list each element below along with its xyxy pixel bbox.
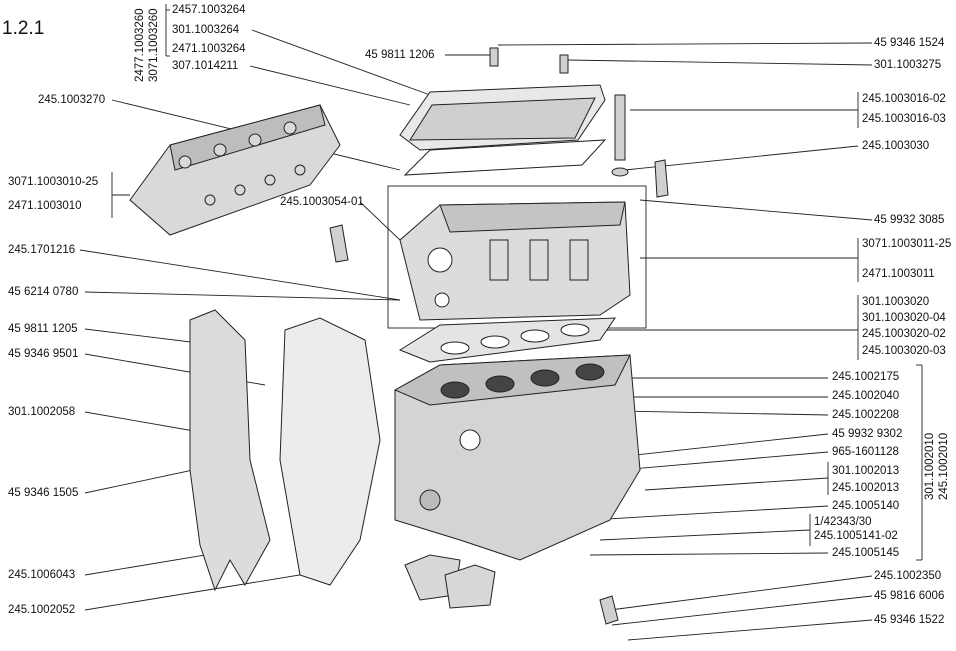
part-label: 965-1601128: [832, 446, 899, 458]
part-label: 45 9932 9302: [832, 428, 903, 440]
part-label: 245.1005145: [832, 547, 900, 559]
part-label: 45 9932 3085: [874, 214, 945, 226]
vertical-label-top-2: 3071.1003260: [148, 8, 160, 82]
part-label: 45 6214 0780: [8, 286, 79, 298]
part-label: 45 9816 6006: [874, 590, 945, 602]
part-label: 245.1002013: [832, 482, 900, 494]
part-label: 245.1003016-03: [862, 113, 946, 125]
part-label: 245.1003016-02: [862, 93, 946, 105]
part-label: 301.1003020-04: [862, 312, 946, 324]
part-label: 3071.1003010-25: [8, 176, 99, 188]
part-label: 45 9346 1522: [874, 614, 945, 626]
section-number: 1.2.1: [2, 18, 45, 39]
part-label: 45 9811 1206: [365, 49, 435, 61]
part-label: 2471.1003011: [862, 268, 935, 280]
part-label: 245.1002350: [874, 570, 942, 582]
part-label: 245.1003020-02: [862, 328, 946, 340]
part-label: 301.1003020: [862, 296, 930, 308]
part-label: 2471.1003010: [8, 200, 82, 212]
part-label: 245.1003270: [38, 94, 106, 106]
part-label: 245.1002052: [8, 604, 76, 616]
part-label: 301.1003275: [874, 59, 942, 71]
part-label: 45 9346 9501: [8, 348, 79, 360]
part-label: 245.1003030: [862, 140, 930, 152]
part-label: 245.1002208: [832, 409, 900, 421]
part-label: 245.1701216: [8, 244, 76, 256]
part-label: 301.1002058: [8, 406, 76, 418]
part-label: 2457.1003264: [172, 4, 246, 16]
vertical-label-right-1: 301.1002010: [924, 432, 936, 500]
vertical-label-right-2: 245.1002010: [938, 432, 950, 500]
part-label: 45 9346 1524: [874, 37, 945, 49]
part-label: 2471.1003264: [172, 43, 246, 55]
part-label: 245.1002175: [832, 371, 900, 383]
part-label: 45 9346 1505: [8, 487, 79, 499]
part-label: 3071.1003011-25: [862, 238, 952, 250]
part-label: 245.1003020-03: [862, 345, 946, 357]
part-label: 301.1002013: [832, 465, 900, 477]
part-label: 307.1014211: [172, 60, 239, 72]
part-label: 301.1003264: [172, 24, 240, 36]
part-label: 245.1005140: [832, 500, 900, 512]
part-label: 1/42343/30: [814, 516, 872, 528]
part-label: 245.1002040: [832, 390, 900, 402]
part-label: 245.1006043: [8, 569, 76, 581]
part-label: 245.1003054-01: [280, 196, 364, 208]
part-label: 45 9811 1205: [8, 323, 78, 335]
vertical-label-top-1: 2477.1003260: [134, 8, 146, 82]
part-label: 245.1005141-02: [814, 530, 898, 542]
